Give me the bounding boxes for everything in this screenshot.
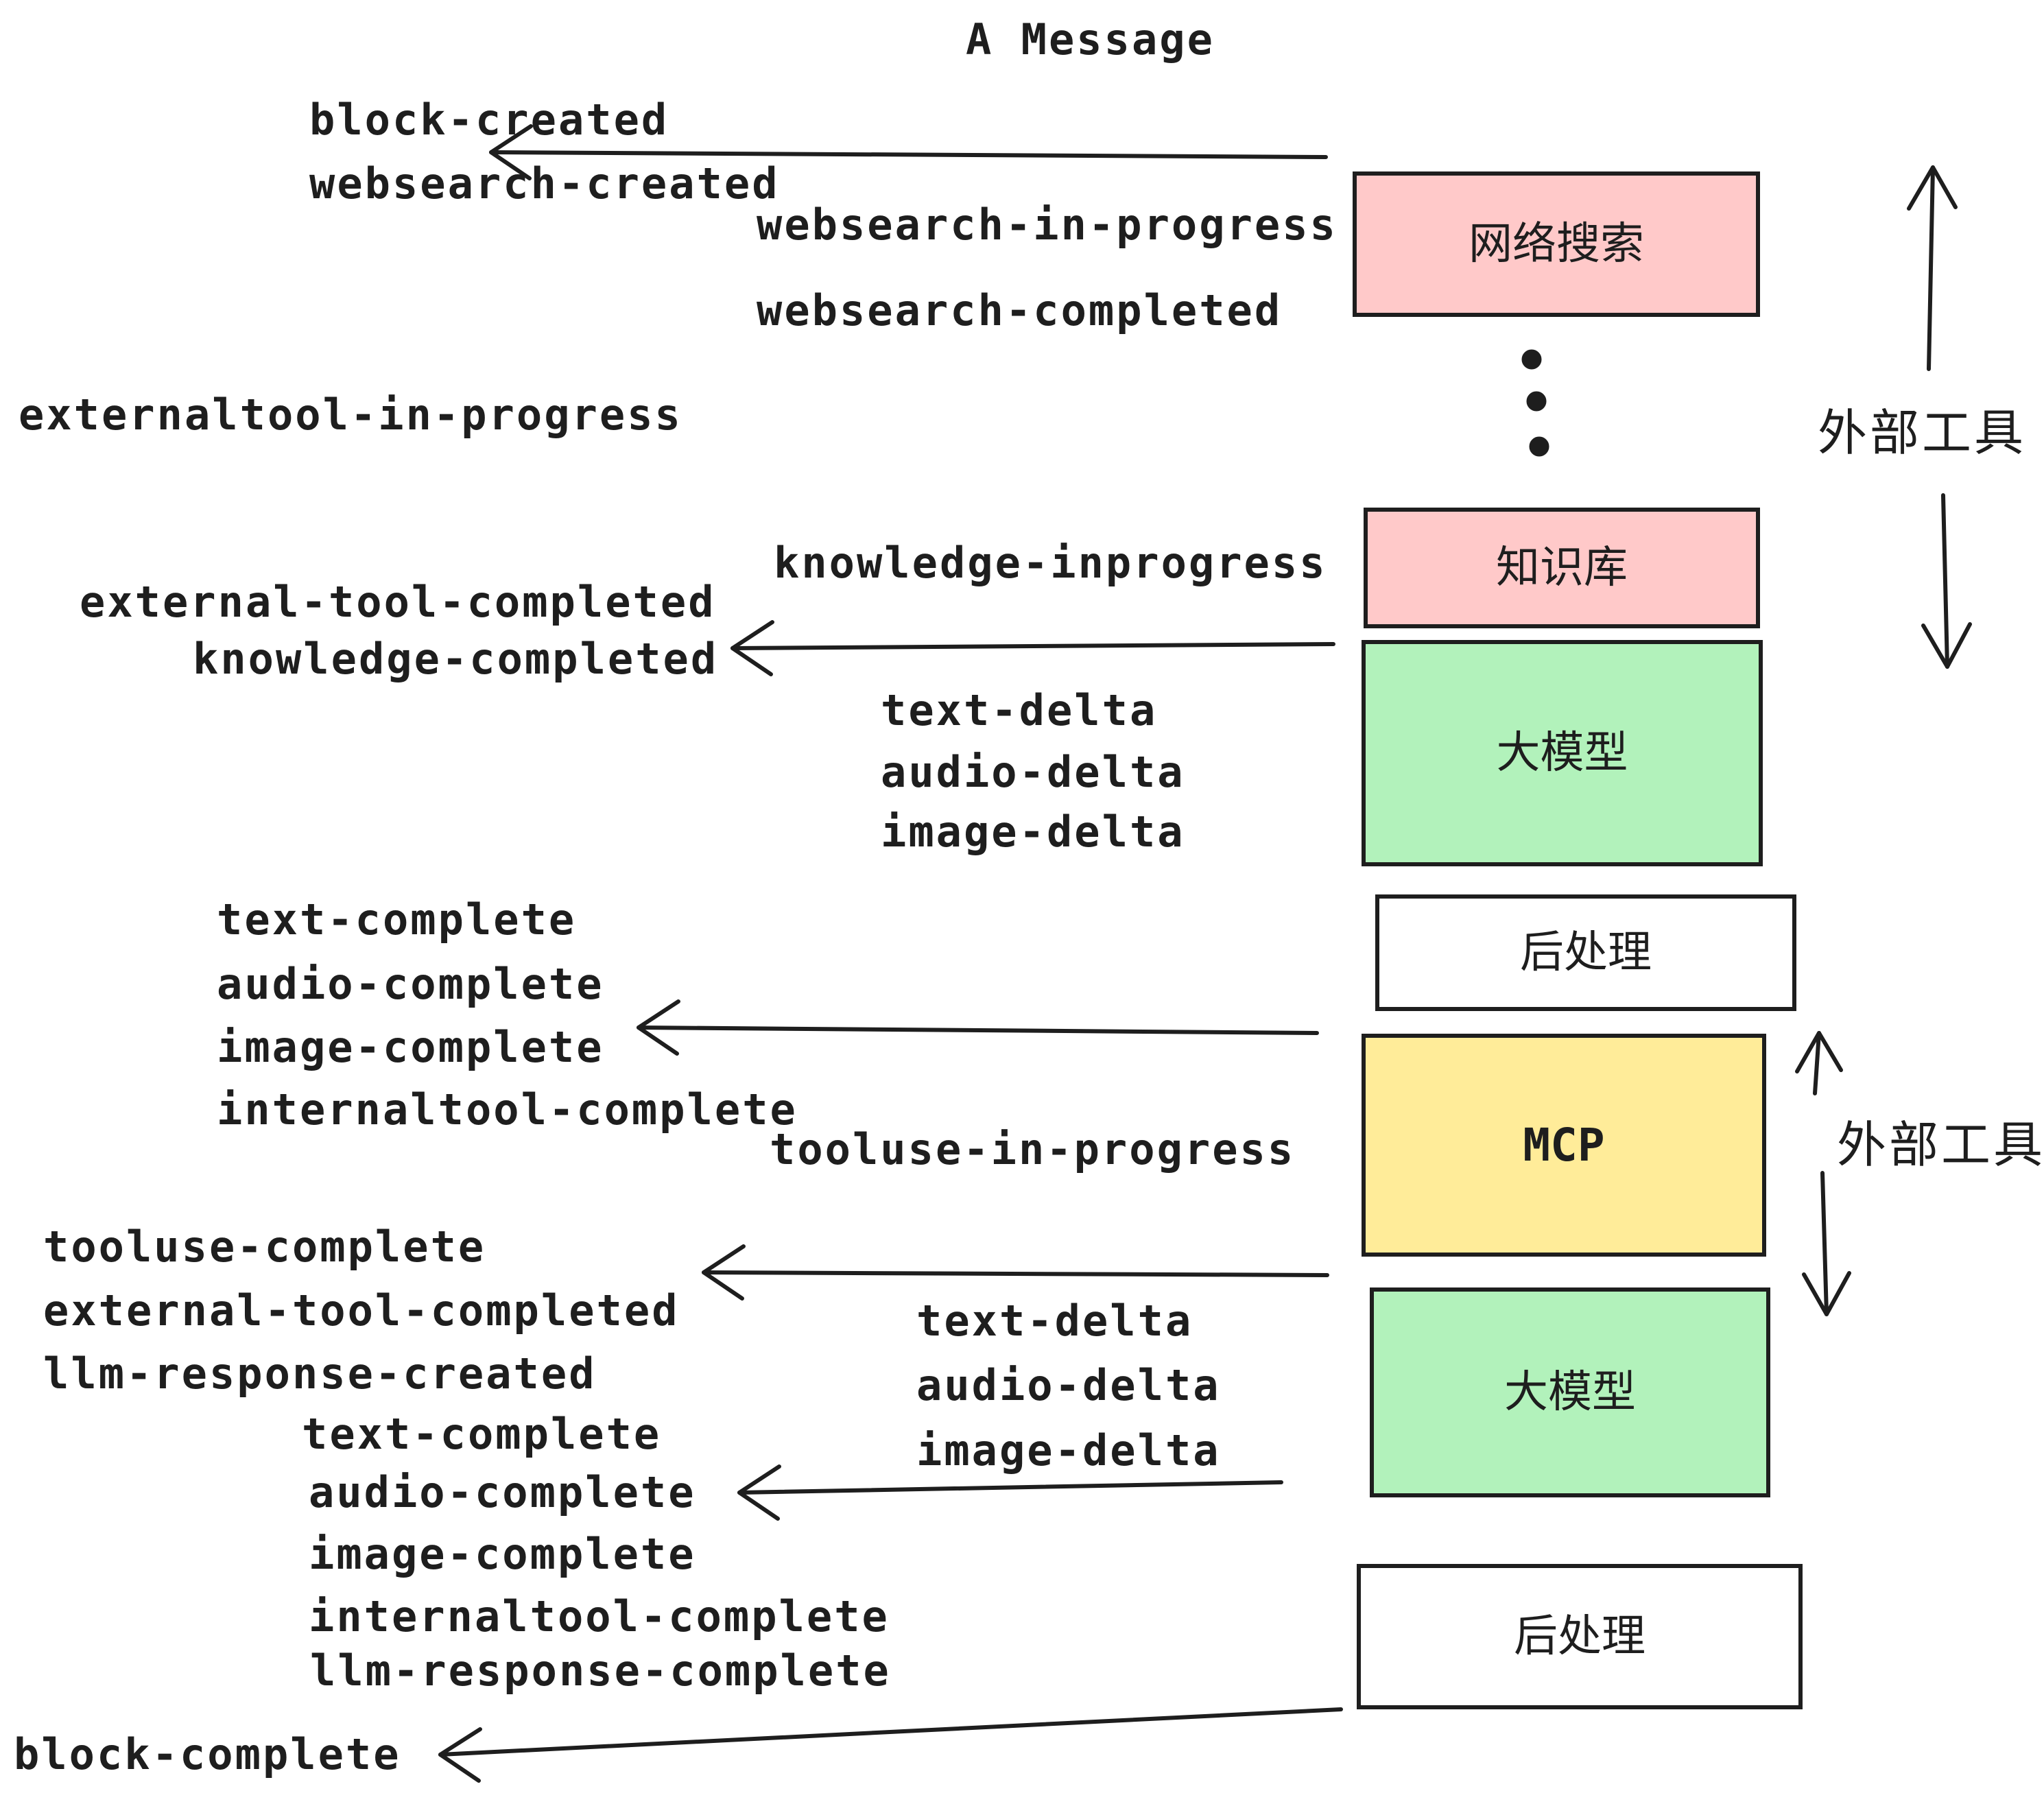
postprocess-box-top-label: 后处理 bbox=[1520, 927, 1652, 978]
event-text-delta-1: text-delta bbox=[881, 685, 1158, 735]
mcp-box: MCP bbox=[1362, 1034, 1766, 1257]
websearch-box: 网络搜索 bbox=[1353, 171, 1760, 317]
event-audio-delta-1: audio-delta bbox=[881, 747, 1185, 797]
event-knowledge-completed: knowledge-completed bbox=[193, 634, 719, 684]
postprocess-box-bottom-label: 后处理 bbox=[1514, 1611, 1645, 1662]
event-text-delta-2: text-delta bbox=[916, 1296, 1193, 1346]
event-internaltool-complete-1: internaltool-complete bbox=[217, 1084, 798, 1135]
arrow-websearch-created bbox=[489, 124, 1328, 180]
event-image-complete-1: image-complete bbox=[217, 1022, 604, 1072]
event-text-complete-2: text-complete bbox=[302, 1409, 662, 1459]
event-audio-complete-2: audio-complete bbox=[309, 1467, 696, 1517]
event-block-created: block-created bbox=[309, 95, 669, 145]
external-tools-arrow-top bbox=[1907, 165, 1972, 669]
arrow-image-complete bbox=[637, 999, 1319, 1056]
postprocess-box-top: 后处理 bbox=[1375, 894, 1796, 1011]
external-tools-label-top: 外部工具 bbox=[1818, 404, 2027, 462]
llm-box-bottom-label: 大模型 bbox=[1504, 1367, 1636, 1418]
mcp-box-label: MCP bbox=[1523, 1118, 1605, 1172]
event-external-tool-completed-1: external-tool-completed bbox=[80, 577, 716, 627]
event-image-delta-2: image-delta bbox=[916, 1425, 1221, 1475]
arrow-knowledge-completed bbox=[730, 620, 1335, 676]
event-audio-complete-1: audio-complete bbox=[217, 959, 604, 1009]
arrow-audio-complete bbox=[737, 1464, 1283, 1521]
event-image-delta-1: image-delta bbox=[881, 807, 1185, 857]
event-tooluse-complete: tooluse-complete bbox=[43, 1222, 486, 1272]
event-llm-response-created: llm-response-created bbox=[43, 1349, 597, 1399]
arrow-block-complete bbox=[438, 1707, 1343, 1783]
event-block-complete: block-complete bbox=[14, 1729, 401, 1779]
event-externaltool-in-progress: externaltool-in-progress bbox=[19, 390, 682, 440]
knowledge-box: 知识库 bbox=[1364, 508, 1760, 628]
event-internaltool-complete-2: internaltool-complete bbox=[309, 1591, 890, 1641]
event-image-complete-2: image-complete bbox=[309, 1529, 696, 1579]
event-websearch-created: websearch-created bbox=[309, 158, 780, 209]
event-audio-delta-2: audio-delta bbox=[916, 1360, 1221, 1410]
knowledge-box-label: 知识库 bbox=[1496, 543, 1628, 593]
external-tools-arrow-bottom bbox=[1795, 1031, 1851, 1316]
event-llm-response-complete: llm-response-complete bbox=[310, 1646, 891, 1696]
llm-box-bottom: 大模型 bbox=[1370, 1287, 1770, 1497]
ellipsis-dots bbox=[1521, 349, 1549, 457]
event-external-tool-completed-2: external-tool-completed bbox=[43, 1285, 680, 1336]
llm-box-top-label: 大模型 bbox=[1496, 728, 1628, 779]
external-tools-label-bottom: 外部工具 bbox=[1837, 1116, 2044, 1174]
event-tooluse-in-progress: tooluse-in-progress bbox=[770, 1124, 1296, 1174]
event-websearch-in-progress: websearch-in-progress bbox=[757, 200, 1338, 250]
event-knowledge-inprogress: knowledge-inprogress bbox=[774, 538, 1327, 588]
llm-box-top: 大模型 bbox=[1362, 640, 1763, 866]
page-title: A Message bbox=[966, 14, 1215, 64]
postprocess-box-bottom: 后处理 bbox=[1357, 1564, 1803, 1709]
event-websearch-completed: websearch-completed bbox=[757, 285, 1283, 335]
event-text-complete-1: text-complete bbox=[217, 894, 577, 945]
arrow-tooluse-complete bbox=[702, 1244, 1329, 1301]
websearch-box-label: 网络搜索 bbox=[1469, 219, 1644, 270]
